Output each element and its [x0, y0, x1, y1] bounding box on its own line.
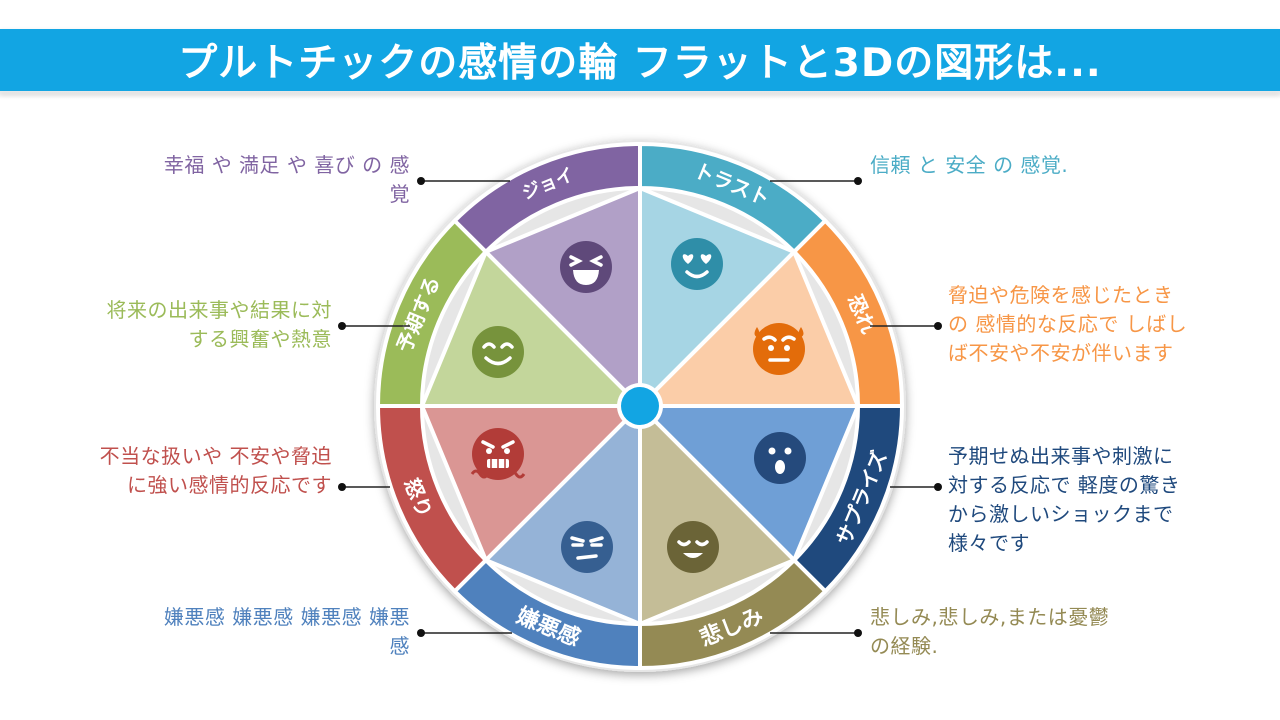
page-title: プルトチックの感情の輪 フラットと3Dの図形は...	[0, 29, 1280, 91]
angry-face-icon	[470, 428, 526, 480]
connector-dot	[854, 629, 862, 637]
description-line: 様々です	[948, 531, 1030, 555]
description-trust: 信頼 と 安全 の 感覚.	[870, 151, 1170, 180]
connector-dot	[854, 177, 862, 185]
description-line: する興奮や熱意	[188, 327, 332, 351]
description-line: の経験.	[870, 634, 939, 658]
description-surprise: 予期せぬ出来事や刺激に対する反応で 軽度の驚きから激しいショックまで様々です	[948, 442, 1248, 558]
title-shadow	[0, 91, 1280, 99]
description-line: 幸福 や 満足 や 喜び の 感	[163, 153, 410, 177]
description-anticipation: 将来の出来事や結果に対する興奮や熱意	[20, 296, 332, 354]
description-anger: 不当な扱いや 不安や脅迫に強い感情的反応です	[20, 442, 332, 500]
description-joy: 幸福 や 満足 や 喜び の 感覚	[90, 151, 410, 209]
description-line: ば不安や不安が伴います	[948, 341, 1174, 365]
smiling-face-icon	[472, 326, 524, 378]
description-line: 覚	[389, 182, 410, 206]
disgusted-face-icon	[561, 521, 613, 573]
connector-dot	[417, 177, 425, 185]
description-sadness: 悲しみ,悲しみ,または憂鬱の経験.	[870, 603, 1170, 661]
description-line: 感	[389, 634, 410, 658]
connector-dot	[338, 483, 346, 491]
description-line: 不当な扱いや 不安や脅迫	[99, 444, 332, 468]
description-line: 脅迫や危険を感じたとき	[948, 283, 1174, 307]
description-line: から激しいショックまで	[948, 502, 1174, 526]
center-dot	[621, 387, 659, 425]
connector-dot	[934, 322, 942, 330]
description-line: の 感情的な反応で しばし	[948, 312, 1188, 336]
description-line: 信頼 と 安全 の 感覚.	[870, 153, 1069, 177]
heart-eyes-face-icon	[671, 238, 723, 290]
description-line: 対する反応で 軽度の驚き	[948, 473, 1181, 497]
description-line: 将来の出来事や結果に対	[106, 298, 332, 322]
connector-dot	[934, 483, 942, 491]
laughing-face-icon	[560, 241, 612, 293]
connector-dot	[338, 322, 346, 330]
description-line: に強い感情的反応です	[127, 473, 332, 497]
description-line: 悲しみ,悲しみ,または憂鬱	[870, 605, 1110, 629]
description-fear: 脅迫や危険を感じたときの 感情的な反応で しばしば不安や不安が伴います	[948, 281, 1248, 368]
sad-face-icon	[667, 521, 719, 573]
description-line: 予期せぬ出来事や刺激に	[948, 444, 1174, 468]
sweating-worried-face-icon	[753, 323, 805, 375]
inner-wedge	[482, 185, 642, 411]
description-line: 嫌悪感 嫌悪感 嫌悪感 嫌悪	[163, 605, 410, 629]
description-disgust: 嫌悪感 嫌悪感 嫌悪感 嫌悪感	[90, 603, 410, 661]
surprised-face-icon	[754, 432, 806, 484]
connector-dot	[417, 629, 425, 637]
